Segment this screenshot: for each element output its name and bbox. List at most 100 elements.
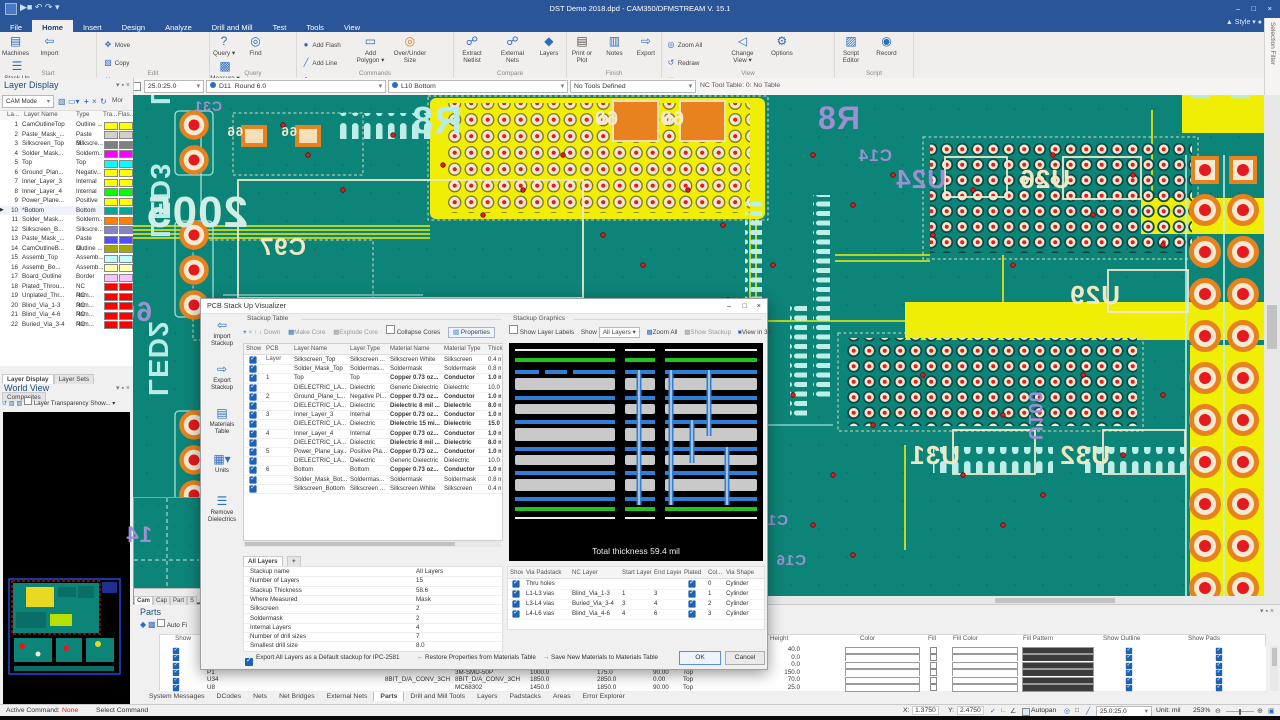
layer-trace-swatch[interactable] — [104, 264, 118, 272]
layer-row[interactable]: 18Plated_Throu...NC Prim... — [0, 282, 133, 292]
layer-flash-swatch[interactable] — [119, 312, 133, 320]
export-default-checkbox[interactable] — [245, 658, 253, 666]
part-fill-checkbox[interactable] — [930, 654, 937, 661]
grid-combo[interactable]: 25.0:25.0▾ — [144, 80, 204, 93]
view-3d-button[interactable]: View in 3D — [742, 329, 772, 336]
stackup-show-checkbox[interactable] — [249, 430, 256, 437]
layer-row[interactable]: 7Inner_Layer_3Internal — [0, 177, 133, 187]
layer-row[interactable]: 16Assemb_Bo...Assemb... — [0, 263, 133, 273]
layer-trace-swatch[interactable] — [104, 160, 118, 168]
via-plated-checkbox[interactable] — [688, 600, 695, 607]
layer-row[interactable]: 22Buried_Via_3-4NC Prim... — [0, 320, 133, 330]
layer-trace-swatch[interactable] — [104, 122, 118, 130]
notes-button[interactable]: ▥Notes — [601, 32, 627, 57]
options-button[interactable]: ⚙Options — [765, 32, 799, 57]
style-dropdown[interactable]: ▲ Style ▾ ● — [1226, 18, 1262, 26]
canvas-vscrollbar[interactable] — [1264, 95, 1280, 604]
layer-row[interactable]: 15Assemb_TopAssemb... — [0, 253, 133, 263]
layer-flash-swatch[interactable] — [119, 283, 133, 291]
output-tab-external-nets[interactable]: External Nets — [321, 692, 374, 701]
layer-trace-swatch[interactable] — [104, 283, 118, 291]
layer-trace-swatch[interactable] — [104, 188, 118, 196]
via-plated-checkbox[interactable] — [688, 610, 695, 617]
output-tab-drill-and-mill-tools[interactable]: Drill and Mill Tools — [404, 692, 471, 701]
via-row[interactable]: L4-L6 viasBlind_Via_4-6463Cylinder — [508, 609, 764, 620]
layer-flash-swatch[interactable] — [119, 188, 133, 196]
remove-dielectrics-button[interactable]: ☰Remove Dielectrics — [205, 495, 239, 523]
zoom-out-icon[interactable]: ⊖ — [1215, 707, 1221, 715]
layer-row[interactable]: 4Solder_Mask...Solderm... — [0, 149, 133, 159]
via-show-checkbox[interactable] — [512, 590, 519, 597]
part-fill-pattern-swatch[interactable] — [1022, 684, 1094, 692]
preview-tab-part[interactable]: Part — [170, 596, 187, 605]
layer-flash-swatch[interactable] — [119, 122, 133, 130]
layer-flash-swatch[interactable] — [119, 131, 133, 139]
layer-trace-swatch[interactable] — [104, 274, 118, 282]
zoom-all-button[interactable]: ◎ Zoom All — [666, 42, 702, 49]
layer-row[interactable]: 2Paste_Mask_...Paste M... — [0, 130, 133, 140]
selection-filter-tab[interactable]: Selection Filter — [1264, 18, 1280, 95]
output-tab-dcodes[interactable]: DCodes — [211, 692, 248, 701]
stackup-show-checkbox[interactable] — [249, 393, 256, 400]
tools-combo[interactable]: No Tools Defined▾ — [570, 80, 696, 93]
part-fill-color-swatch[interactable] — [952, 684, 1018, 692]
layer-row[interactable]: 21Blind_Via_4-6NC Prim... — [0, 310, 133, 320]
layer-flash-swatch[interactable] — [119, 264, 133, 272]
slope-icon[interactable]: ╱ — [1086, 707, 1090, 715]
import-stackup-button[interactable]: ⇦Import Stackup — [205, 319, 239, 347]
preview-tab-cap[interactable]: Cap — [153, 596, 170, 605]
layer-trace-swatch[interactable] — [104, 321, 118, 329]
output-tab-padstacks[interactable]: Padstacks — [503, 692, 546, 701]
layer-trace-swatch[interactable] — [104, 169, 118, 177]
save-layers-icon[interactable]: ▧ — [58, 97, 66, 106]
parts-vscrollbar[interactable] — [1270, 646, 1278, 691]
layer-trace-swatch[interactable] — [104, 141, 118, 149]
part-fill-checkbox[interactable] — [930, 662, 937, 669]
layer-flash-swatch[interactable] — [119, 321, 133, 329]
add-row-icon[interactable]: + — [243, 329, 247, 336]
redraw-button[interactable]: ↺ Redraw — [666, 60, 699, 67]
layer-trace-swatch[interactable] — [104, 236, 118, 244]
preview-tab-cam[interactable]: Cam — [134, 596, 153, 605]
layer-flash-swatch[interactable] — [119, 245, 133, 253]
canvas-hscrollbar-thumb[interactable] — [995, 598, 1115, 603]
part-fill-checkbox[interactable] — [930, 647, 937, 654]
wv-rotate-icon[interactable]: ↺ — [2, 400, 7, 407]
dialog-minimize-icon[interactable]: – — [727, 299, 731, 313]
refresh-layers-icon[interactable]: ↻ — [100, 97, 107, 106]
ok-button[interactable]: OK — [679, 651, 721, 665]
layer-trace-swatch[interactable] — [104, 226, 118, 234]
canvas-vscrollbar-thumb[interactable] — [1267, 305, 1277, 349]
layer-trace-swatch[interactable] — [104, 217, 118, 225]
world-view-panel-icons[interactable]: ▾ ▪ × — [116, 384, 130, 392]
output-tab-parts[interactable]: Parts — [373, 691, 404, 701]
zoom-in-icon[interactable]: ⊕ — [1257, 707, 1263, 715]
layer-row[interactable]: 3Silkscreen_TopSilkscre... — [0, 139, 133, 149]
preview-tab-s[interactable]: S — [187, 596, 197, 605]
properties-button[interactable]: ▧ Properties — [448, 327, 495, 338]
layer-flash-swatch[interactable] — [119, 179, 133, 187]
script-editor-button[interactable]: ▨Script Editor — [835, 32, 867, 64]
layer-row[interactable]: 8Inner_Layer_4Internal — [0, 187, 133, 197]
parts-pin-icon[interactable]: ◆ — [140, 620, 146, 629]
extract-netlist-button[interactable]: ☍Extract Netlist — [454, 32, 490, 64]
output-tab-areas[interactable]: Areas — [547, 692, 577, 701]
print-or-plot-button[interactable]: ▤Print or Plot — [567, 32, 597, 64]
part-fill-checkbox[interactable] — [930, 684, 937, 691]
move-button[interactable]: ✥ Move — [103, 42, 130, 49]
via-show-checkbox[interactable] — [512, 610, 519, 617]
output-tab-layers[interactable]: Layers — [471, 692, 503, 701]
layer-flash-swatch[interactable] — [119, 207, 133, 215]
layer-flash-swatch[interactable] — [119, 160, 133, 168]
via-show-checkbox[interactable] — [512, 580, 519, 587]
layer-flash-swatch[interactable] — [119, 217, 133, 225]
layer-row[interactable]: 1CamOutlineTopOutline ... — [0, 120, 133, 130]
wv-layers-icon[interactable]: ▧ — [9, 400, 15, 407]
zoom-slider-thumb[interactable] — [1239, 709, 1241, 715]
layer-flash-swatch[interactable] — [119, 169, 133, 177]
export-button[interactable]: ⇨Export — [632, 32, 660, 57]
materials-table-button[interactable]: ▤Materials Table — [205, 407, 239, 435]
save-materials-button[interactable]: → Save New Materials to Materials Table — [543, 654, 658, 661]
add-sheet-tab[interactable]: + — [287, 556, 301, 566]
explode-core-label[interactable]: Explode Core — [339, 329, 378, 336]
